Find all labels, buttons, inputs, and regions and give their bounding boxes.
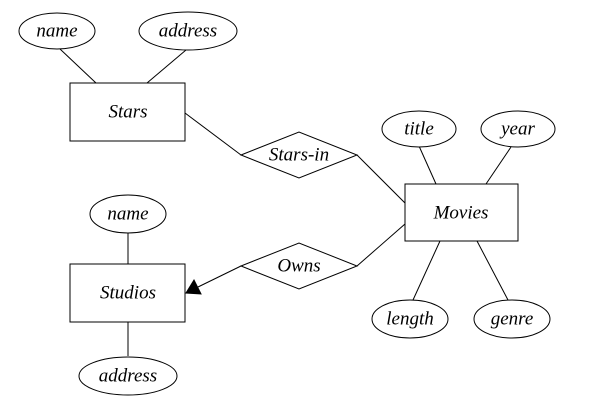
attr-stars-address-label: address bbox=[159, 21, 217, 42]
relationship-owns-label: Owns bbox=[277, 256, 320, 277]
relationship-stars-in bbox=[239, 131, 359, 179]
entity-stars bbox=[69, 82, 186, 142]
edge-stars-starsin bbox=[184, 112, 242, 156]
entity-studios-label: Studios bbox=[100, 283, 156, 304]
attr-stars-name-label: name bbox=[36, 21, 77, 42]
attr-movies-genre-label: genre bbox=[491, 309, 534, 330]
edge-starsin-movies bbox=[356, 154, 406, 204]
edge-stars-address bbox=[146, 49, 187, 84]
edge-owns-studios bbox=[197, 265, 242, 288]
attr-studios-address bbox=[78, 356, 178, 396]
edge-movies-length bbox=[412, 240, 441, 301]
attr-stars-address bbox=[138, 11, 238, 51]
arrowhead-studios bbox=[185, 278, 202, 295]
attr-movies-title-label: title bbox=[404, 119, 434, 140]
entity-stars-label: Stars bbox=[108, 102, 147, 123]
edge-movies-genre bbox=[476, 240, 509, 301]
attr-movies-genre bbox=[473, 299, 551, 339]
attr-movies-length-label: length bbox=[386, 309, 434, 330]
entity-movies-label: Movies bbox=[433, 203, 489, 224]
attr-studios-name-label: name bbox=[107, 204, 148, 225]
edge-movies-title bbox=[418, 145, 437, 185]
relationship-stars-in-label: Stars-in bbox=[269, 145, 329, 166]
relationship-owns bbox=[239, 242, 359, 290]
attr-studios-name bbox=[89, 194, 167, 234]
edge-movies-year bbox=[485, 146, 512, 185]
entity-studios bbox=[69, 263, 186, 323]
attr-movies-year bbox=[480, 110, 556, 148]
attr-movies-length bbox=[371, 299, 449, 339]
entity-movies bbox=[404, 183, 519, 242]
attr-stars-name bbox=[18, 12, 96, 50]
edge-movies-owns bbox=[356, 223, 406, 267]
attr-movies-title bbox=[381, 110, 457, 148]
edge-stars-name bbox=[59, 48, 97, 84]
attr-studios-address-label: address bbox=[99, 366, 157, 387]
attr-movies-year-label: year bbox=[499, 119, 535, 140]
